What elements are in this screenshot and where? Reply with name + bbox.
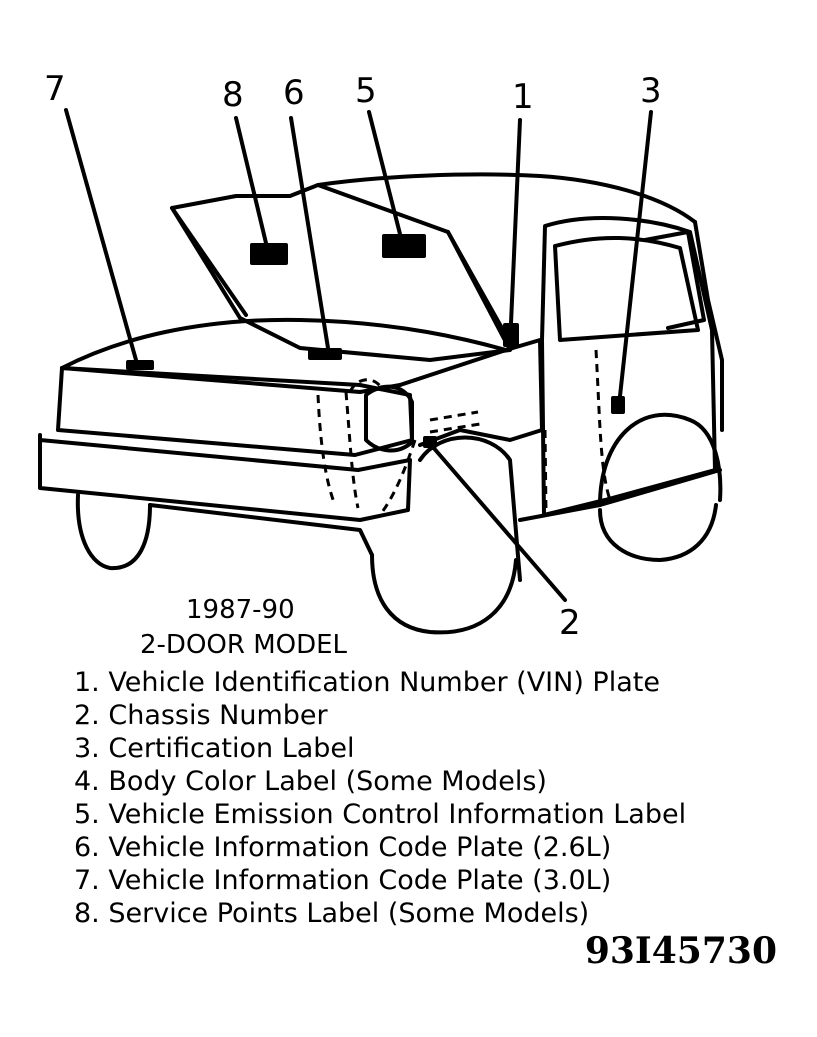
label-marker-7 [126, 360, 154, 370]
callout-7: 7 [44, 69, 66, 109]
door-outline [540, 216, 717, 517]
leader-line-2 [430, 444, 567, 602]
hood-panel [170, 183, 512, 362]
figure-code: 93I45730 [584, 930, 777, 972]
label-marker-2 [423, 436, 437, 448]
hidden-line-fender-vents [429, 410, 481, 434]
label-marker-3 [611, 396, 625, 414]
hidden-line-headlight-a [316, 394, 337, 506]
caption-model: 2-DOOR MODEL [140, 630, 348, 660]
leader-line-3 [618, 110, 653, 398]
legend-item-number: 1. [74, 667, 100, 698]
legend-item-text: Body Color Label (Some Models) [108, 766, 547, 797]
callout-1: 1 [512, 77, 534, 117]
legend-item-text: Vehicle Information Code Plate (3.0L) [108, 865, 612, 896]
legend-item-number: 4. [74, 766, 100, 797]
headlight [364, 384, 414, 453]
legend-item-text: Vehicle Identification Number (VIN) Plat… [108, 667, 660, 698]
left-tire [75, 493, 152, 571]
legend-item: 1. Vehicle Identification Number (VIN) P… [74, 666, 686, 699]
label-marker-1 [503, 323, 519, 347]
legend-item-text: Certification Label [108, 733, 355, 764]
rear-wheel-arch [598, 413, 723, 507]
hidden-line-headlight-b [344, 391, 360, 509]
windshield-post [446, 230, 505, 332]
rear-body-outline [693, 220, 724, 432]
legend-item-text: Vehicle Information Code Plate (2.6L) [108, 832, 612, 863]
legend-item: 4. Body Color Label (Some Models) [74, 765, 686, 798]
legend-item: 8. Service Points Label (Some Models) [74, 897, 686, 930]
callout-5: 5 [355, 71, 377, 111]
legend-item-text: Vehicle Emission Control Information Lab… [108, 799, 687, 830]
label-marker-5 [382, 234, 426, 258]
front-bumper [38, 433, 412, 522]
callout-6: 6 [283, 73, 305, 113]
door-window [553, 236, 700, 342]
hidden-line-hood-latch [348, 378, 382, 393]
grille-top [60, 317, 508, 370]
legend-item: 6. Vehicle Information Code Plate (2.6L) [74, 831, 686, 864]
under-chassis [148, 503, 374, 557]
leader-line-1 [509, 118, 522, 325]
label-marker-6 [308, 348, 342, 360]
legend-item-text: Chassis Number [108, 700, 328, 731]
legend-item-number: 3. [74, 733, 100, 764]
legend-item-number: 6. [74, 832, 100, 863]
callout-3: 3 [640, 71, 662, 111]
callout-2: 2 [559, 603, 581, 643]
front-wheel-arch [418, 435, 522, 582]
legend-item-number: 7. [74, 865, 100, 896]
roof-outline [316, 172, 697, 224]
hood-front-edge [60, 366, 402, 394]
legend-item-text: Service Points Label (Some Models) [108, 898, 590, 929]
leader-line-6 [289, 116, 330, 350]
legend-item-number: 2. [74, 700, 100, 731]
hidden-line-fender [378, 439, 417, 516]
legend-item: 3. Certification Label [74, 732, 686, 765]
legend-list: 1. Vehicle Identification Number (VIN) P… [74, 666, 686, 930]
legend-item: 5. Vehicle Emission Control Information … [74, 798, 686, 831]
rear-tire [598, 503, 718, 562]
callout-8: 8 [222, 75, 244, 115]
hood-hinge-line [170, 206, 248, 317]
leader-line-8 [234, 116, 268, 245]
quarter-window [643, 230, 706, 330]
caption-years: 1987-90 [186, 595, 295, 625]
hidden-line-door [594, 349, 612, 501]
leader-line-7 [64, 108, 138, 362]
front-tire [370, 553, 518, 635]
legend-item-number: 8. [74, 898, 100, 929]
legend-item-number: 5. [74, 799, 100, 830]
legend-item: 7. Vehicle Information Code Plate (3.0L) [74, 864, 686, 897]
label-marker-8 [250, 243, 288, 265]
leader-line-5 [367, 110, 402, 236]
legend-item: 2. Chassis Number [74, 699, 686, 732]
